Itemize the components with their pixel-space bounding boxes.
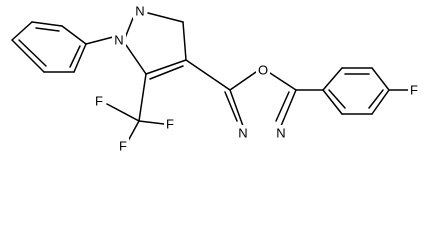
atom-label-n4: N: [276, 126, 285, 141]
phenyl-ring: [11, 21, 87, 73]
atom-label-n3: N: [238, 126, 247, 141]
pyrazole-oxadiazole-bond: [185, 59, 231, 91]
atom-label-f-aryl-group: F: [408, 82, 420, 98]
atom-label-n1-group: N: [112, 32, 126, 48]
atom-label-f1-group: F: [93, 93, 105, 109]
atom-label-f-cf3-3: F: [119, 139, 127, 154]
atom-label-f-cf3-2: F: [166, 117, 174, 132]
phenyl-n1-bond: [85, 36, 114, 45]
atom-label-n4-group: N: [274, 125, 288, 141]
fluorophenyl-ring: [322, 67, 390, 115]
pyrazole-ring: [124, 12, 187, 80]
atom-label-f-aryl: F: [410, 83, 418, 98]
atom-label-f3-group: F: [117, 138, 129, 154]
atom-label-n1: N: [114, 33, 123, 48]
oxadiazole-ring: [224, 71, 297, 127]
trifluoromethyl-group: [106, 73, 165, 142]
atom-label-oxygen-group: O: [256, 62, 270, 78]
atom-label-n3-group: N: [236, 125, 250, 141]
atom-label-f-cf3-1: F: [95, 94, 103, 109]
atom-label-n2: N: [135, 4, 144, 19]
atom-label-n2-group: N: [133, 3, 147, 19]
atom-label-f2-group: F: [164, 116, 176, 132]
atom-label-oxygen: O: [258, 63, 268, 78]
molecule-structure: N N O N N F F F F: [11, 3, 420, 154]
